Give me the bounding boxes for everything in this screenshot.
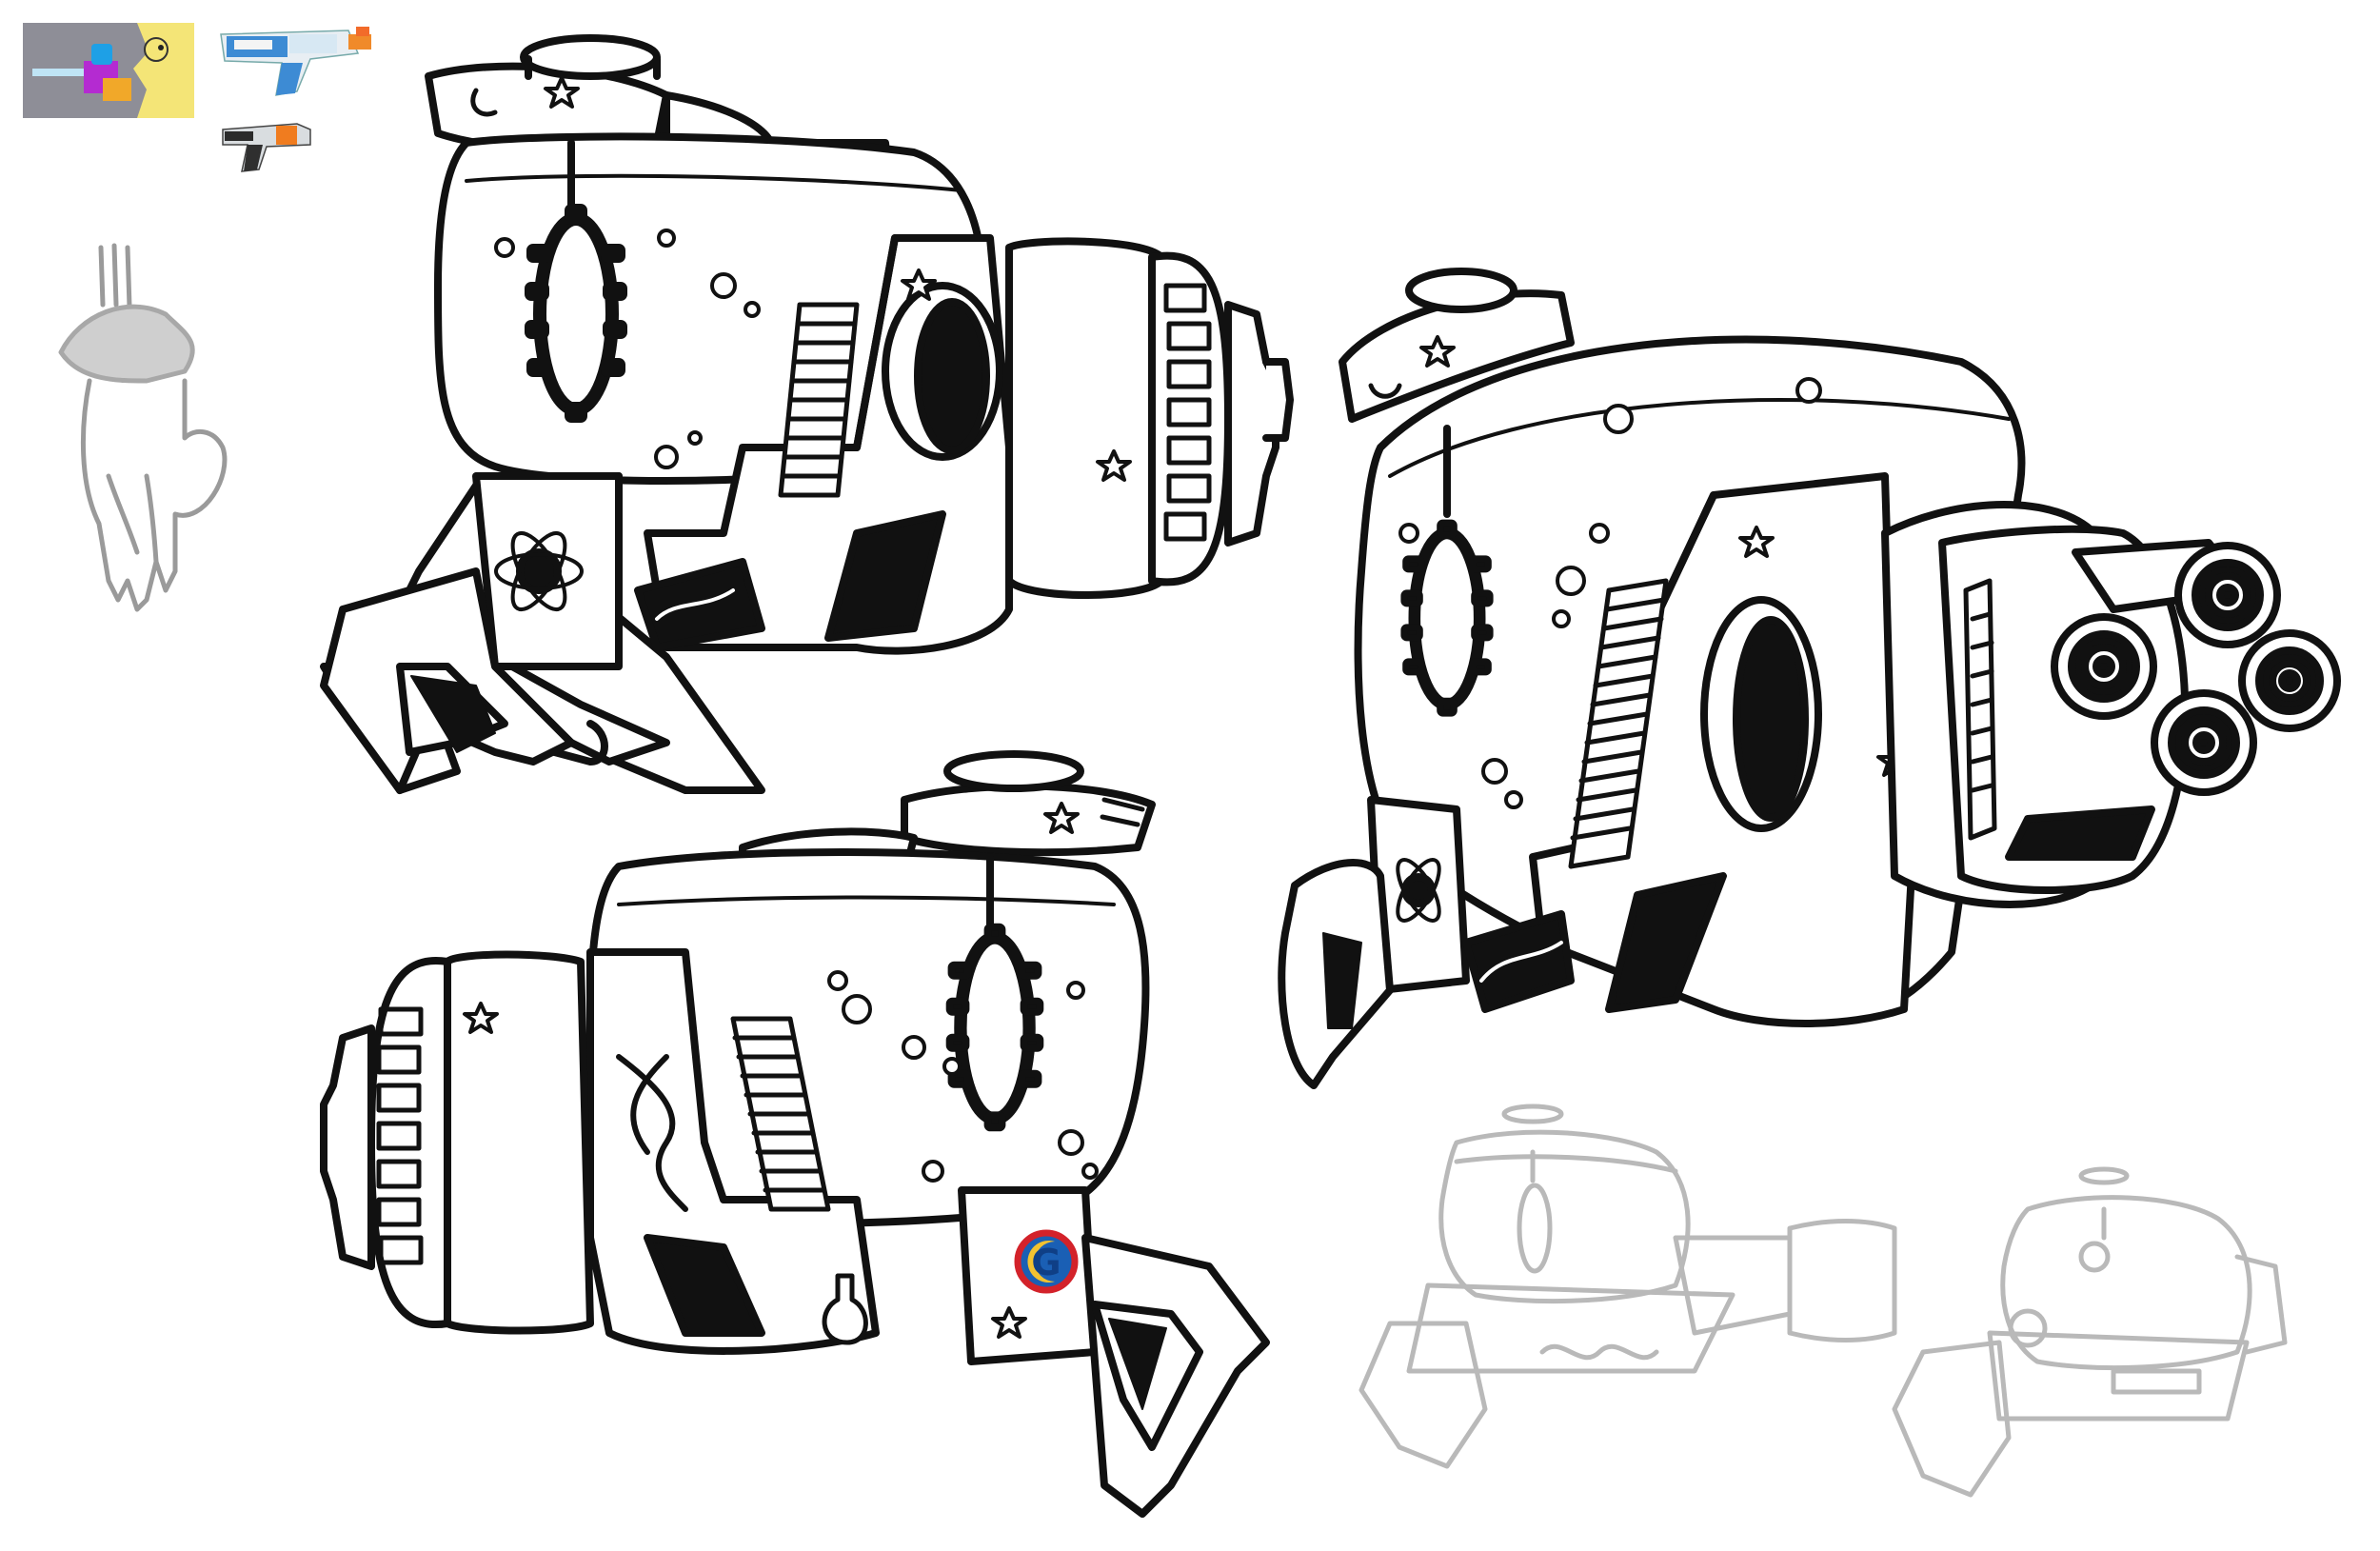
super-soaker-thumbnail (215, 25, 377, 110)
ray-gun-side-view-left (320, 750, 1270, 1518)
ray-gun-variant-thumbnail-a (1359, 1104, 1897, 1469)
g-logo-icon: G (1014, 1229, 1079, 1294)
cartoon-character-thumbnail (23, 23, 194, 118)
gloved-hand-sketch (42, 238, 261, 638)
ray-gun-three-quarter-view (1278, 268, 2341, 1089)
ray-gun-variant-thumbnail-b (1892, 1166, 2288, 1498)
logo-letter: G (1031, 1242, 1061, 1283)
nerf-blaster-thumbnail (219, 116, 314, 175)
ray-gun-side-view-right (320, 34, 1294, 794)
